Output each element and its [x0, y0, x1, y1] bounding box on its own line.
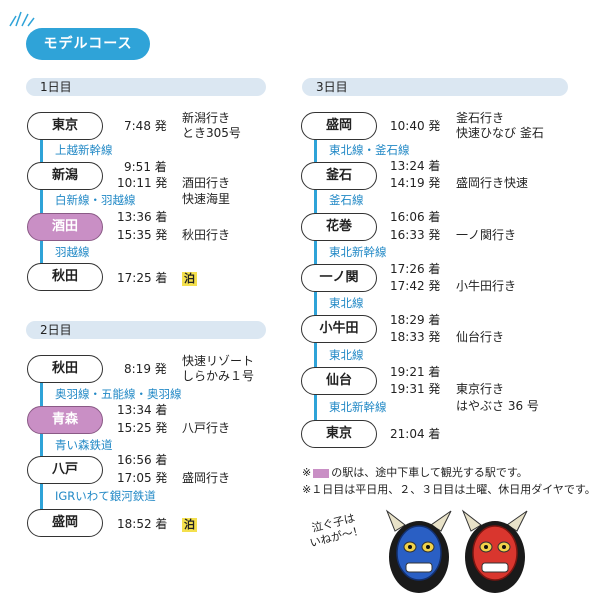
line-label: 東北線: [329, 296, 364, 310]
line-label: 東北線: [329, 348, 364, 362]
station-kogota: 小牛田: [301, 315, 377, 343]
line-label: 釜石線: [329, 193, 364, 207]
blue-mask-icon: [385, 509, 452, 593]
departure-time: 16:33 発: [390, 228, 441, 242]
station-ichinoseki: 一ノ関: [301, 264, 377, 292]
note-mark: ※: [302, 466, 312, 479]
note-text: の駅は、途中下車して観光する駅です。: [331, 466, 528, 479]
departure-time: 18:33 発: [390, 330, 441, 344]
arrival-time: 21:04 着: [390, 427, 441, 441]
station-sendai: 仙台: [301, 367, 377, 395]
line-label: IGRいわて銀河鉄道: [55, 489, 156, 503]
line-label: 羽越線: [55, 245, 90, 259]
day1-header: 1日目: [26, 78, 266, 96]
departure-time: 15:35 発: [117, 228, 168, 242]
departure-time: 14:19 発: [390, 176, 441, 190]
station-hachinohe: 八戸: [27, 456, 103, 484]
departure-time: 10:40 発: [390, 119, 441, 133]
stay-badge: 泊: [182, 272, 197, 286]
destination: 盛岡行き快速: [456, 176, 529, 190]
note-timetable: ※１日目は平日用、２、３日目は土曜、休日用ダイヤです。: [302, 483, 596, 496]
departure-time: 19:31 発: [390, 382, 441, 396]
station-sakata: 酒田: [27, 213, 103, 241]
day2-header: 2日目: [26, 321, 266, 339]
line-label: 東北線・釜石線: [329, 143, 410, 157]
destination: 一ノ関行き: [456, 228, 517, 242]
destination: 釜石行き: [456, 111, 505, 125]
speech-bubble: 泣ぐ子は いねが～！: [294, 507, 384, 584]
time: 7:48 発: [124, 119, 167, 133]
station-kamaishi: 釜石: [301, 162, 377, 190]
destination: 東京行き: [456, 382, 505, 396]
red-mask-icon: [461, 509, 528, 593]
destination: 八戸行き: [182, 421, 231, 435]
arrival-time: 18:52 着: [117, 517, 168, 531]
day2-route: 秋田 8:19 発 快速リゾート しらかみ１号 奥羽線・五能線・奥羽線 青森 1…: [27, 354, 277, 540]
line-label: 奥羽線・五能線・奥羽線: [55, 387, 182, 401]
sparkle-icon: [9, 11, 35, 27]
pink-swatch: [313, 468, 330, 478]
station-morioka: 盛岡: [301, 112, 377, 140]
arrival-time: 18:29 着: [390, 313, 441, 327]
destination: 仙台行き: [456, 330, 505, 344]
arrival-time: 9:51 着: [124, 160, 167, 174]
day3-route: 盛岡 10:40 発 釜石行き 快速ひなび 釜石 東北線・釜石線 釜石 13:2…: [301, 111, 591, 452]
station-morioka: 盛岡: [27, 509, 103, 537]
departure-time: 8:19 発: [124, 362, 167, 376]
line-label: 上越新幹線: [55, 143, 113, 157]
line-label: 東北新幹線: [329, 245, 387, 259]
line-label: 白新線・羽越線: [55, 193, 136, 207]
station-aomori: 青森: [27, 406, 103, 434]
train-name: しらかみ１号: [182, 369, 255, 383]
line-label: 青い森鉄道: [55, 438, 113, 452]
page-title: モデルコース: [26, 28, 150, 60]
train-name: 快速ひなび 釜石: [456, 126, 544, 140]
arrival-time: 19:21 着: [390, 365, 441, 379]
station-akita: 秋田: [27, 263, 103, 291]
train-name: はやぶさ 36 号: [456, 399, 539, 413]
arrival-time: 16:06 着: [390, 210, 441, 224]
day3-header: 3日目: [302, 78, 568, 96]
arrival-time: 16:56 着: [117, 453, 168, 467]
destination: 新潟行き: [182, 111, 231, 125]
stay-badge: 泊: [182, 518, 197, 532]
destination: 秋田行き: [182, 228, 231, 242]
station-niigata: 新潟: [27, 162, 103, 190]
station-tokyo: 東京: [301, 420, 377, 448]
arrival-time: 17:26 着: [390, 262, 441, 276]
departure-time: 17:05 発: [117, 471, 168, 485]
destination: 小牛田行き: [456, 279, 517, 293]
destination: 酒田行き: [182, 176, 231, 190]
train-name: 快速海里: [182, 192, 231, 206]
day1-route: 東京 7:48 発 新潟行き とき305号 上越新幹線 新潟 9:51 着 10…: [27, 111, 277, 297]
train-name: 快速リゾート: [182, 354, 255, 368]
departure-time: 15:25 発: [117, 421, 168, 435]
departure-time: 17:42 発: [390, 279, 441, 293]
line-label: 東北新幹線: [329, 400, 387, 414]
train-name: とき305号: [182, 126, 241, 140]
rail-line: [40, 136, 43, 286]
station-tokyo: 東京: [27, 112, 103, 140]
departure-time: 10:11 発: [117, 176, 168, 190]
namahage-masks-illustration: [385, 509, 528, 593]
arrival-time: 13:34 着: [117, 403, 168, 417]
station-hanamaki: 花巻: [301, 213, 377, 241]
note-stopover: ※ の駅は、途中下車して観光する駅です。: [302, 466, 528, 480]
arrival-time: 17:25 着: [117, 271, 168, 285]
arrival-time: 13:24 着: [390, 159, 441, 173]
destination: 盛岡行き: [182, 471, 231, 485]
station-akita: 秋田: [27, 355, 103, 383]
arrival-time: 13:36 着: [117, 210, 168, 224]
rail-line: [40, 379, 43, 529]
